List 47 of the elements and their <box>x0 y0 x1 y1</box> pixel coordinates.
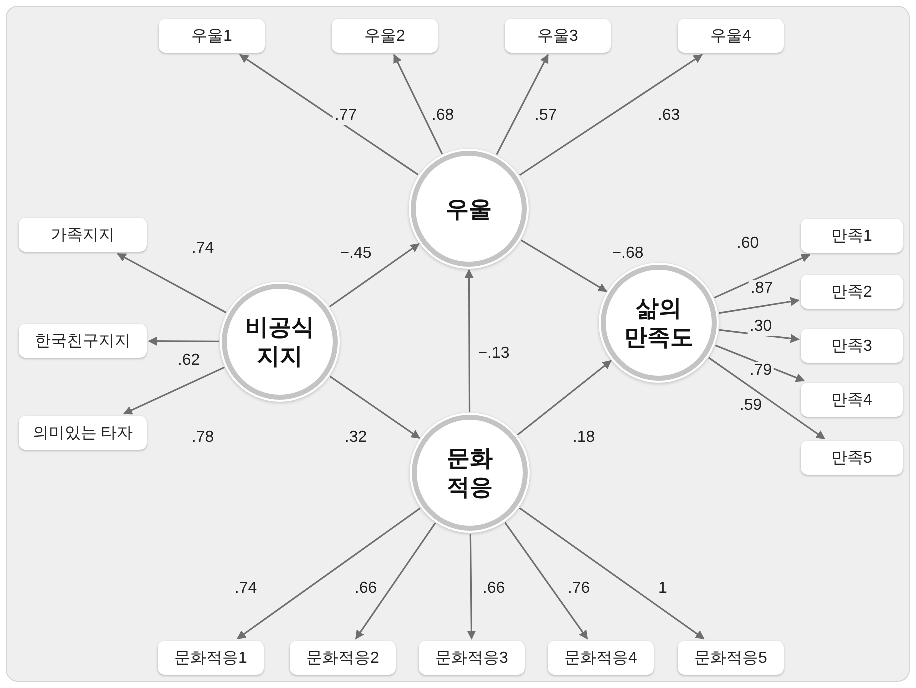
edge-label: .77 <box>332 107 360 125</box>
arrow <box>519 54 703 176</box>
arrow <box>464 269 474 412</box>
arrow <box>517 360 612 436</box>
indicator-box: 우울3 <box>505 19 611 53</box>
indicator-box: 한국친구지지 <box>19 324 147 358</box>
indicator-box: 만족3 <box>801 329 903 363</box>
variable-name: 우울 <box>445 194 493 224</box>
indicator-box: 문화적응5 <box>678 641 784 675</box>
indicator-box: 문화적응3 <box>419 641 525 675</box>
arrow <box>504 522 588 640</box>
variable-name: 문화 적응 <box>446 444 494 502</box>
indicator-box: 문화적응2 <box>290 641 396 675</box>
indicator-box: 우울2 <box>332 19 438 53</box>
latent-variable-circle <box>601 265 717 381</box>
variable-name: 삶의 만족도 <box>624 294 694 352</box>
latent-variable-circle <box>411 151 527 267</box>
latent-variable-circle <box>222 284 338 400</box>
arrow <box>148 336 219 346</box>
arrow <box>236 508 421 640</box>
arrow <box>519 508 705 640</box>
arrow <box>117 253 227 314</box>
arrow <box>123 366 225 415</box>
latent-variable-circle <box>412 415 528 531</box>
arrow <box>467 534 476 640</box>
arrow <box>329 243 420 308</box>
arrow <box>239 54 419 176</box>
arrow <box>714 254 811 299</box>
arrow <box>330 376 421 440</box>
arrow <box>355 522 436 640</box>
indicator-box: 우울4 <box>678 19 784 53</box>
arrow <box>520 240 608 292</box>
indicator-box: 의미있는 타자 <box>19 416 147 450</box>
variable-name: 비공식 지지 <box>244 313 316 371</box>
indicator-box: 문화적응4 <box>548 641 654 675</box>
edge-label: .30 <box>748 318 774 336</box>
arrow <box>394 54 444 154</box>
indicator-box: 만족5 <box>801 441 903 475</box>
indicator-box: 만족4 <box>801 383 903 417</box>
indicator-box: 만족2 <box>801 275 903 309</box>
indicator-box: 가족지지 <box>19 218 147 252</box>
indicator-box: 문화적응1 <box>158 641 264 675</box>
arrow <box>496 54 549 156</box>
indicator-box: 우울1 <box>159 19 265 53</box>
arrow <box>719 297 800 314</box>
arrow <box>708 357 826 440</box>
indicator-box: 만족1 <box>801 219 903 253</box>
